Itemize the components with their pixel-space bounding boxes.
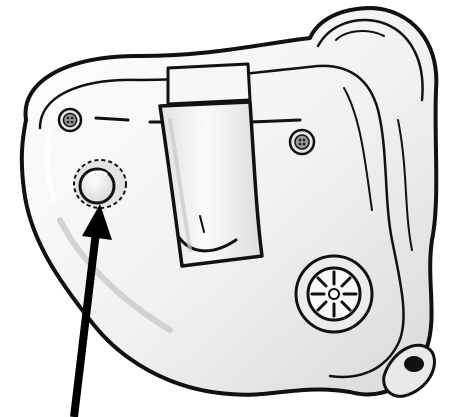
battery-door-icon — [296, 256, 372, 332]
microphone-port-icon — [59, 109, 81, 131]
push-button-icon — [74, 160, 126, 208]
microphone-port-icon — [290, 130, 314, 154]
